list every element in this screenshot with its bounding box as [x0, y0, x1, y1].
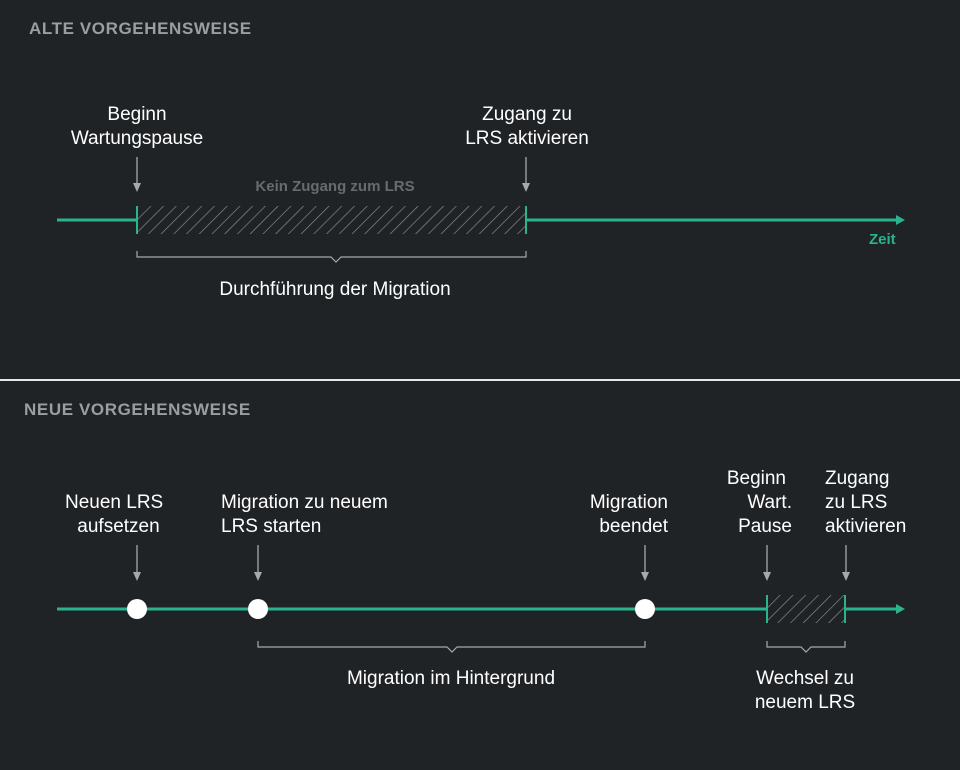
no-access-label: Kein Zugang zum LRS: [255, 178, 415, 195]
start-pointer-arrow-icon: [133, 183, 141, 192]
new-process-timeline-graphic: [57, 545, 905, 653]
old-process-panel: ALTE VORGEHENSWEISE Beginn Wartungspause…: [0, 0, 960, 380]
old-process-heading: ALTE VORGEHENSWEISE: [29, 19, 252, 38]
migration-start-label: Migration zu neuem LRS starten: [221, 492, 388, 537]
time-axis-label: Zeit: [869, 231, 896, 248]
old-process-timeline-graphic: [57, 157, 905, 263]
timeline-arrowhead-icon: [896, 604, 905, 614]
no-access-hatched-block: [137, 206, 526, 234]
migration-brace-label: Durchführung der Migration: [219, 279, 451, 300]
timeline-arrowhead-icon: [896, 215, 905, 225]
new-process-heading: NEUE VORGEHENSWEISE: [24, 400, 251, 419]
setup-pointer-arrow-icon: [133, 572, 141, 581]
migration-start-pointer-arrow-icon: [254, 572, 262, 581]
migration-end-label: Migration beendet: [589, 492, 668, 537]
pause-label: Beginn Wart. Pause: [726, 468, 792, 537]
migration-start-marker: [248, 599, 268, 619]
section-divider: [0, 379, 960, 381]
pause-pointer-arrow-icon: [763, 572, 771, 581]
background-migration-label: Migration im Hintergrund: [346, 668, 556, 689]
pause-hatched-block: [767, 595, 845, 623]
access-label: Zugang zu LRS aktivieren: [825, 468, 907, 537]
new-process-panel: NEUE VORGEHENSWEISE Neuen L: [0, 382, 960, 770]
start-label: Beginn Wartungspause: [70, 104, 204, 149]
switch-label: Wechsel zu neuem LRS: [754, 668, 856, 713]
migration-brace: [136, 251, 527, 263]
end-pointer-arrow-icon: [522, 183, 530, 192]
end-label: Zugang zu LRS aktivieren: [465, 104, 589, 149]
access-pointer-arrow-icon: [842, 572, 850, 581]
migration-end-marker: [635, 599, 655, 619]
switch-brace: [766, 641, 846, 653]
setup-marker: [127, 599, 147, 619]
background-migration-brace: [257, 641, 646, 653]
migration-end-pointer-arrow-icon: [641, 572, 649, 581]
setup-label: Neuen LRS aufsetzen: [65, 492, 164, 537]
